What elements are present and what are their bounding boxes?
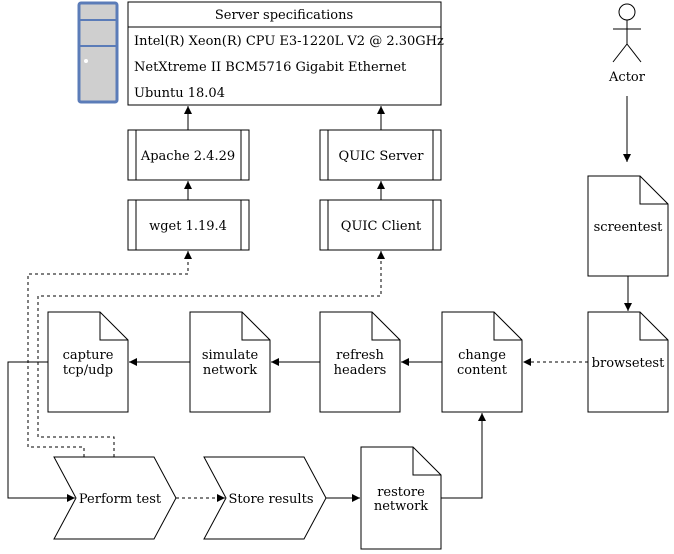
- change-content-document: change content: [441, 311, 523, 413]
- dashed-connectors: [27, 251, 588, 502]
- quic-client-process: QUIC Client: [319, 199, 442, 251]
- perform-to-wget-arrow: [27, 251, 192, 457]
- server-specifications-table: Server specifications Intel(R) Xeon(R) C…: [127, 1, 444, 106]
- actor-label: Actor: [608, 70, 646, 85]
- apache-process: Apache 2.4.29: [127, 129, 250, 181]
- simulate-network-label-2: network: [203, 363, 257, 378]
- restore-network-label-1: restore: [377, 485, 425, 500]
- restore-network-document: restore network: [360, 446, 442, 550]
- store-results-label: Store results: [228, 492, 313, 507]
- server-icon: [77, 1, 119, 104]
- capture-label-1: capture: [63, 348, 114, 363]
- actor-icon: [612, 3, 642, 63]
- apache-label: Apache 2.4.29: [140, 149, 235, 164]
- refresh-headers-label-2: headers: [334, 363, 387, 378]
- browsetest-document: browsetest: [587, 311, 669, 413]
- os-spec: Ubuntu 18.04: [134, 86, 225, 101]
- quic-server-process: QUIC Server: [319, 129, 442, 181]
- restore-network-label-2: network: [374, 499, 428, 514]
- restore-to-change-arrow: [441, 413, 486, 499]
- cpu-spec: Intel(R) Xeon(R) CPU E3-1220L V2 @ 2.30G…: [134, 34, 444, 49]
- refresh-headers-document: refresh headers: [319, 311, 401, 413]
- capture-label-2: tcp/udp: [63, 363, 113, 378]
- capture-document: capture tcp/udp: [47, 311, 129, 413]
- simulate-network-label-1: simulate: [202, 348, 259, 363]
- change-content-label-2: content: [457, 363, 508, 378]
- perform-test-step: Perform test: [53, 456, 177, 540]
- refresh-headers-label-1: refresh: [336, 348, 384, 363]
- store-results-step: Store results: [203, 456, 327, 540]
- nic-spec: NetXtreme II BCM5716 Gigabit Ethernet: [134, 60, 407, 75]
- screentest-document: screentest: [587, 175, 669, 277]
- quic-server-label: QUIC Server: [339, 149, 425, 164]
- screentest-label: screentest: [594, 220, 664, 235]
- wget-label: wget 1.19.4: [149, 219, 227, 234]
- perform-test-label: Perform test: [79, 492, 162, 507]
- wget-process: wget 1.19.4: [127, 199, 250, 251]
- browsetest-label: browsetest: [592, 356, 665, 371]
- server-specifications-title: Server specifications: [215, 8, 353, 23]
- quic-client-label: QUIC Client: [341, 219, 422, 234]
- simulate-network-document: simulate network: [189, 311, 271, 413]
- connectors: [7, 96, 632, 502]
- change-content-label-1: change: [458, 348, 506, 363]
